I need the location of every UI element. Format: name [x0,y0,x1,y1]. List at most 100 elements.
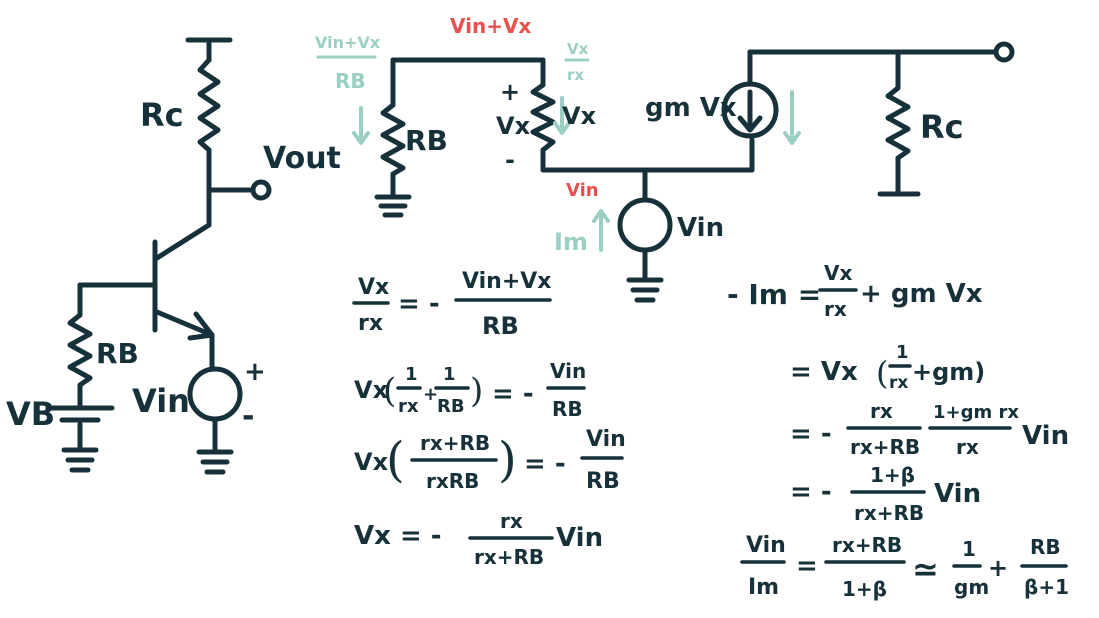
eq2-f1-den: rx [398,396,419,417]
eq1-lhs-den: rx [358,311,383,336]
eq3-open-paren: ( [386,432,405,488]
eq3-mid: = - [524,449,566,479]
r3-num2: 1+gm rx [933,402,1019,423]
r4-vin: Vin [934,479,981,509]
eq2-plus: + [423,384,438,405]
vin-minus: - [242,399,254,434]
vin-test-source [617,197,673,253]
r3-den2: rx [956,435,979,459]
eq2-open-paren: ( [383,371,396,411]
r2-lhs: = Vx [790,357,858,387]
r4-den: rx+RB [854,501,924,525]
r5-lhs-num: Vin [746,533,786,558]
r5-den2: gm [954,575,989,599]
r2-tail: +gm) [912,358,985,386]
eq2-f2-num: 1 [443,364,456,385]
vout-label: Vout [263,141,341,176]
arrow-head-icon [352,131,370,145]
arrow-head-icon [553,121,571,135]
rc-label: Rc [920,108,964,146]
rpi-current-numerator: Vx [567,40,589,58]
r-pi-resistor [530,82,556,153]
eq2-rhs-num: Vin [550,359,586,383]
gm-vx-label: gm Vx [645,93,737,123]
rb-label: RB [405,124,448,157]
r5-num2: 1 [962,537,976,561]
r3-den1: rx+RB [850,435,920,459]
current-arrow-head-icon [737,115,763,133]
vin-source [187,366,243,422]
r5-num: rx+RB [832,533,902,557]
r1-rhs: + gm Vx [860,279,983,309]
rc-resistor [885,85,911,161]
arrow-head-icon [783,131,801,145]
eq1-lhs-num: Vx [358,275,389,300]
r5-den3: β+1 [1024,575,1069,599]
vin-source-label: Vin [677,213,724,243]
top-node-label: Vin+Vx [450,14,531,38]
output-terminal [993,41,1015,63]
vout-terminal [250,179,272,201]
rb-resistor [380,102,406,177]
eq3-vx: Vx [354,448,389,476]
r2-open-paren: ( [876,354,888,392]
r5-plus: + [988,554,1008,582]
eq2-f1-num: 1 [405,364,418,385]
arrow-head-icon [592,209,610,223]
r1-den: rx [824,297,847,321]
r4-lhs: = - [790,477,832,507]
r3-num1: rx [870,399,893,423]
r5-den: 1+β [842,577,887,601]
r5-lhs-den: Im [748,575,779,600]
small-signal-circuit: Vin+Vx Vin+Vx RB RB Vx rx + Vx - Vx gm V… [315,14,1015,303]
eq1-mid: = - [398,289,440,319]
eq4-lhs: Vx = - [354,521,442,551]
eq4-den: rx+RB [474,545,544,569]
emitter-node-label: Vin [566,180,599,201]
eq3-close-paren: ) [498,432,517,488]
r5-num3: RB [1030,535,1061,559]
eq2-rhs-den: RB [552,397,583,421]
r3-lhs: = - [790,419,832,449]
eq4-vin: Vin [556,523,603,553]
equations-left: Vx rx = - Vin+Vx RB Vx ( 1 rx + 1 RB ) =… [352,269,626,569]
im-label: Im [554,228,588,256]
rb-label: RB [96,337,139,370]
eq3-num: rx+RB [420,431,490,455]
vin-label: Vin [132,382,190,420]
common-emitter-circuit: Rc Vout RB VB Vin + - [6,37,341,475]
emitter-lead [154,309,215,338]
r-pi-label: Vx [562,102,597,130]
vin-plus: + [244,357,266,387]
eq2-vx: Vx [354,376,389,404]
eq1-rhs-num: Vin+Vx [462,269,552,294]
r4-num: 1+β [870,463,915,487]
r3-vin: Vin [1022,421,1069,451]
vb-label: VB [6,395,55,433]
r1-num: Vx [824,261,852,285]
rc-label: Rc [140,96,184,134]
rb-current-numerator: Vin+Vx [315,33,381,52]
eq4-num: rx [500,509,523,533]
eq2-close-paren: ) [470,371,483,411]
r5-approx: ≃ [912,550,939,588]
r1-lhs: - Im = [727,278,821,311]
rb-resistor [67,312,93,388]
rpi-current-denominator: rx [567,66,584,84]
equations-right: - Im = Vx rx + gm Vx = Vx ( 1 rx +gm) = … [727,261,1069,601]
r2-den: rx [889,373,908,393]
eq1-rhs-den: RB [482,312,519,340]
r2-num: 1 [896,342,909,363]
eq3-rhs-den: RB [586,469,620,494]
r5-equals: = [796,551,818,581]
eq3-rhs-num: Vin [586,427,626,452]
rb-current-denominator: RB [335,69,366,93]
plus-sign: + [500,78,520,106]
eq2-f2-den: RB [437,396,465,417]
vx-label: Vx [496,112,531,140]
eq3-den: rxRB [426,469,479,493]
rc-resistor [197,57,221,153]
eq2-mid: = - [492,379,534,409]
minus-sign: - [505,146,515,174]
